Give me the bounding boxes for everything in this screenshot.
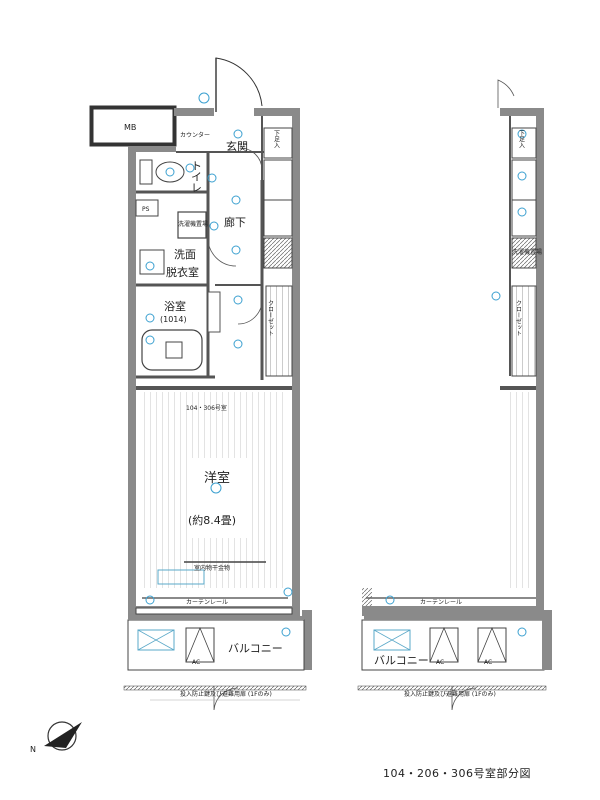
shoe-box-label: 下足入: [273, 130, 280, 148]
fall-note: 投入防止鍵及び避難用扉 (1Fのみ): [180, 690, 272, 698]
curtain-label-2: カーテンレール: [420, 599, 462, 606]
counter-label: カウンター: [180, 131, 210, 139]
dressing-label: 脱衣室: [166, 265, 199, 279]
closet-label: クローゼット: [267, 300, 274, 336]
entrance-label: 玄関: [226, 139, 248, 153]
ps-label: PS: [142, 206, 150, 213]
bath-size-label: (1014): [160, 315, 187, 324]
left-wall: [128, 148, 136, 608]
svg-text:N: N: [30, 745, 36, 754]
entrance-door[interactable]: [215, 57, 263, 112]
ac-label-2: AC: [436, 659, 444, 666]
bathtub: [141, 329, 203, 371]
shoe-box-label-2: 下足入: [518, 130, 525, 148]
main-unit: MB カウンター 玄関 下足入 トイレ 廊下 洗濯機置場 PS 洗面 脱衣室 浴…: [89, 57, 312, 711]
washer-label-2: 洗濯機置場: [512, 248, 542, 256]
north-arrow-icon: N: [30, 721, 82, 754]
balcony-label: バルコニー: [228, 642, 283, 655]
unit-caption: 104・206・306号室部分図: [383, 767, 531, 780]
corridor-label: 廊下: [224, 215, 246, 229]
balcony-label-2: バルコニー: [374, 654, 429, 667]
bath-label: 浴室: [164, 299, 186, 313]
right-wall: [292, 108, 300, 608]
dryer-label: 室内物干金物: [194, 564, 230, 572]
closet-label-2: クローゼット: [515, 300, 522, 336]
balcony-area: [127, 619, 305, 671]
fall-note-2: 投入防止鍵及び避難用扉 (1Fのみ): [404, 690, 496, 698]
washer-label: 洗濯機置場: [178, 220, 208, 228]
wash-label: 洗面: [174, 248, 196, 261]
mb-box: [90, 106, 176, 146]
partial-unit: 下足入 洗濯機置場 クローゼット カーテンレール バルコニー AC AC 投入防…: [357, 79, 552, 711]
curtain-label: カーテンレール: [186, 599, 228, 606]
area-label: (約8.4畳): [188, 513, 236, 527]
toilet-label: トイレ: [190, 160, 203, 193]
ac-label: AC: [192, 659, 200, 666]
ac-label-3: AC: [484, 659, 492, 666]
mb-label: MB: [124, 123, 136, 132]
unit-note: 104・306号室: [186, 404, 227, 412]
western-room-label: 洋室: [204, 470, 230, 486]
fixture-markers: [145, 92, 293, 637]
